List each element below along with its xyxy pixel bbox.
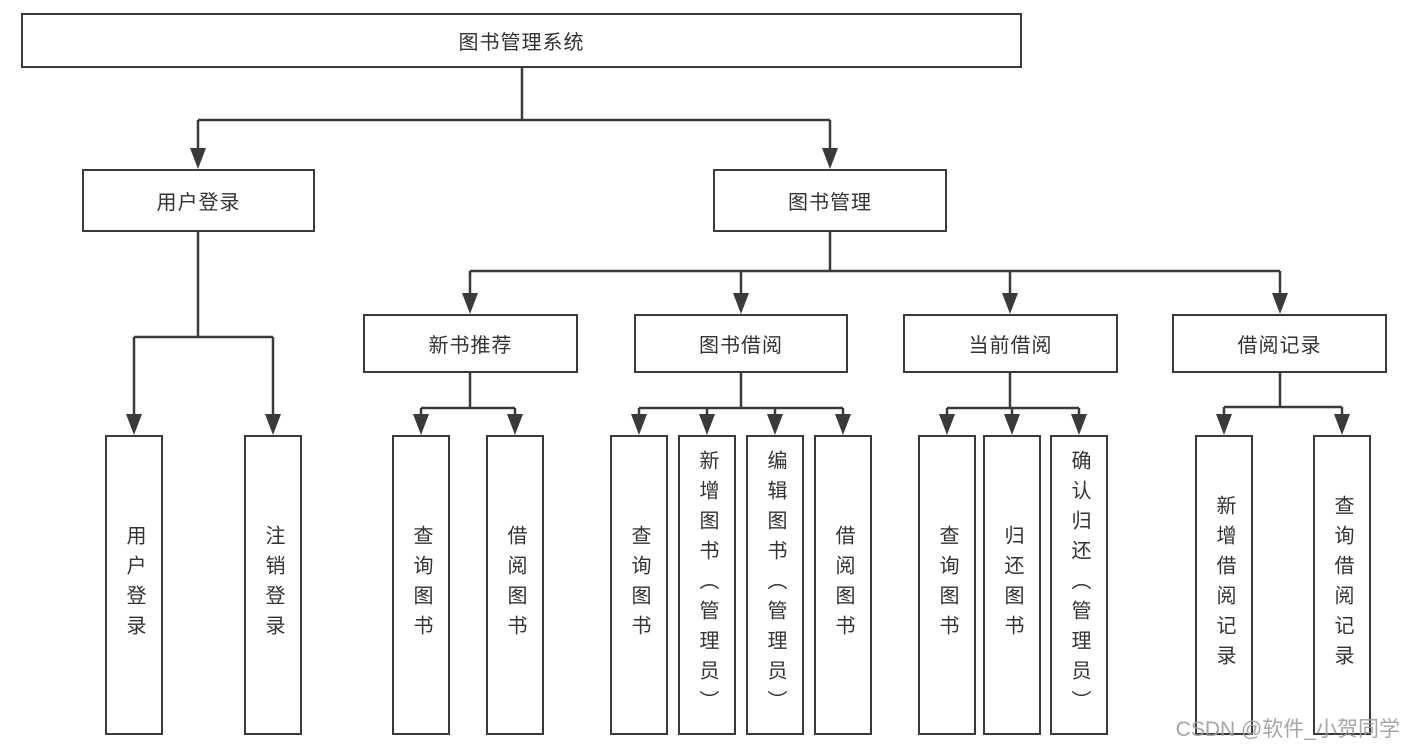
leaf-logout: 注销登录 [244, 435, 302, 735]
leaf-query-books-borrowing: 查询图书 [610, 435, 668, 735]
leaf-borrow-books-borrowing: 借阅图书 [814, 435, 872, 735]
leaf-return-books: 归还图书 [983, 435, 1041, 735]
node-user-login: 用户登录 [82, 169, 315, 232]
leaf-user-login: 用户登录 [105, 435, 163, 735]
leaf-confirm-return-admin: 确认归还（管理员） [1050, 435, 1108, 735]
node-root-library-system: 图书管理系统 [21, 13, 1022, 68]
leaf-edit-books-admin: 编辑图书（管理员） [746, 435, 804, 735]
csdn-watermark: CSDN @软件_小贺同学 [1175, 718, 1400, 741]
node-borrowing-records: 借阅记录 [1172, 314, 1387, 373]
node-current-borrowing: 当前借阅 [903, 314, 1118, 373]
node-book-management: 图书管理 [713, 169, 947, 232]
leaf-add-borrow-record: 新增借阅记录 [1195, 435, 1253, 735]
leaf-query-borrow-record: 查询借阅记录 [1313, 435, 1371, 735]
leaf-borrow-books-newrec: 借阅图书 [486, 435, 544, 735]
leaf-add-books-admin: 新增图书（管理员） [678, 435, 736, 735]
node-book-borrowing: 图书借阅 [634, 314, 848, 373]
leaf-query-books-current: 查询图书 [918, 435, 976, 735]
node-new-book-recommendation: 新书推荐 [363, 314, 578, 373]
leaf-query-books-newrec: 查询图书 [392, 435, 450, 735]
